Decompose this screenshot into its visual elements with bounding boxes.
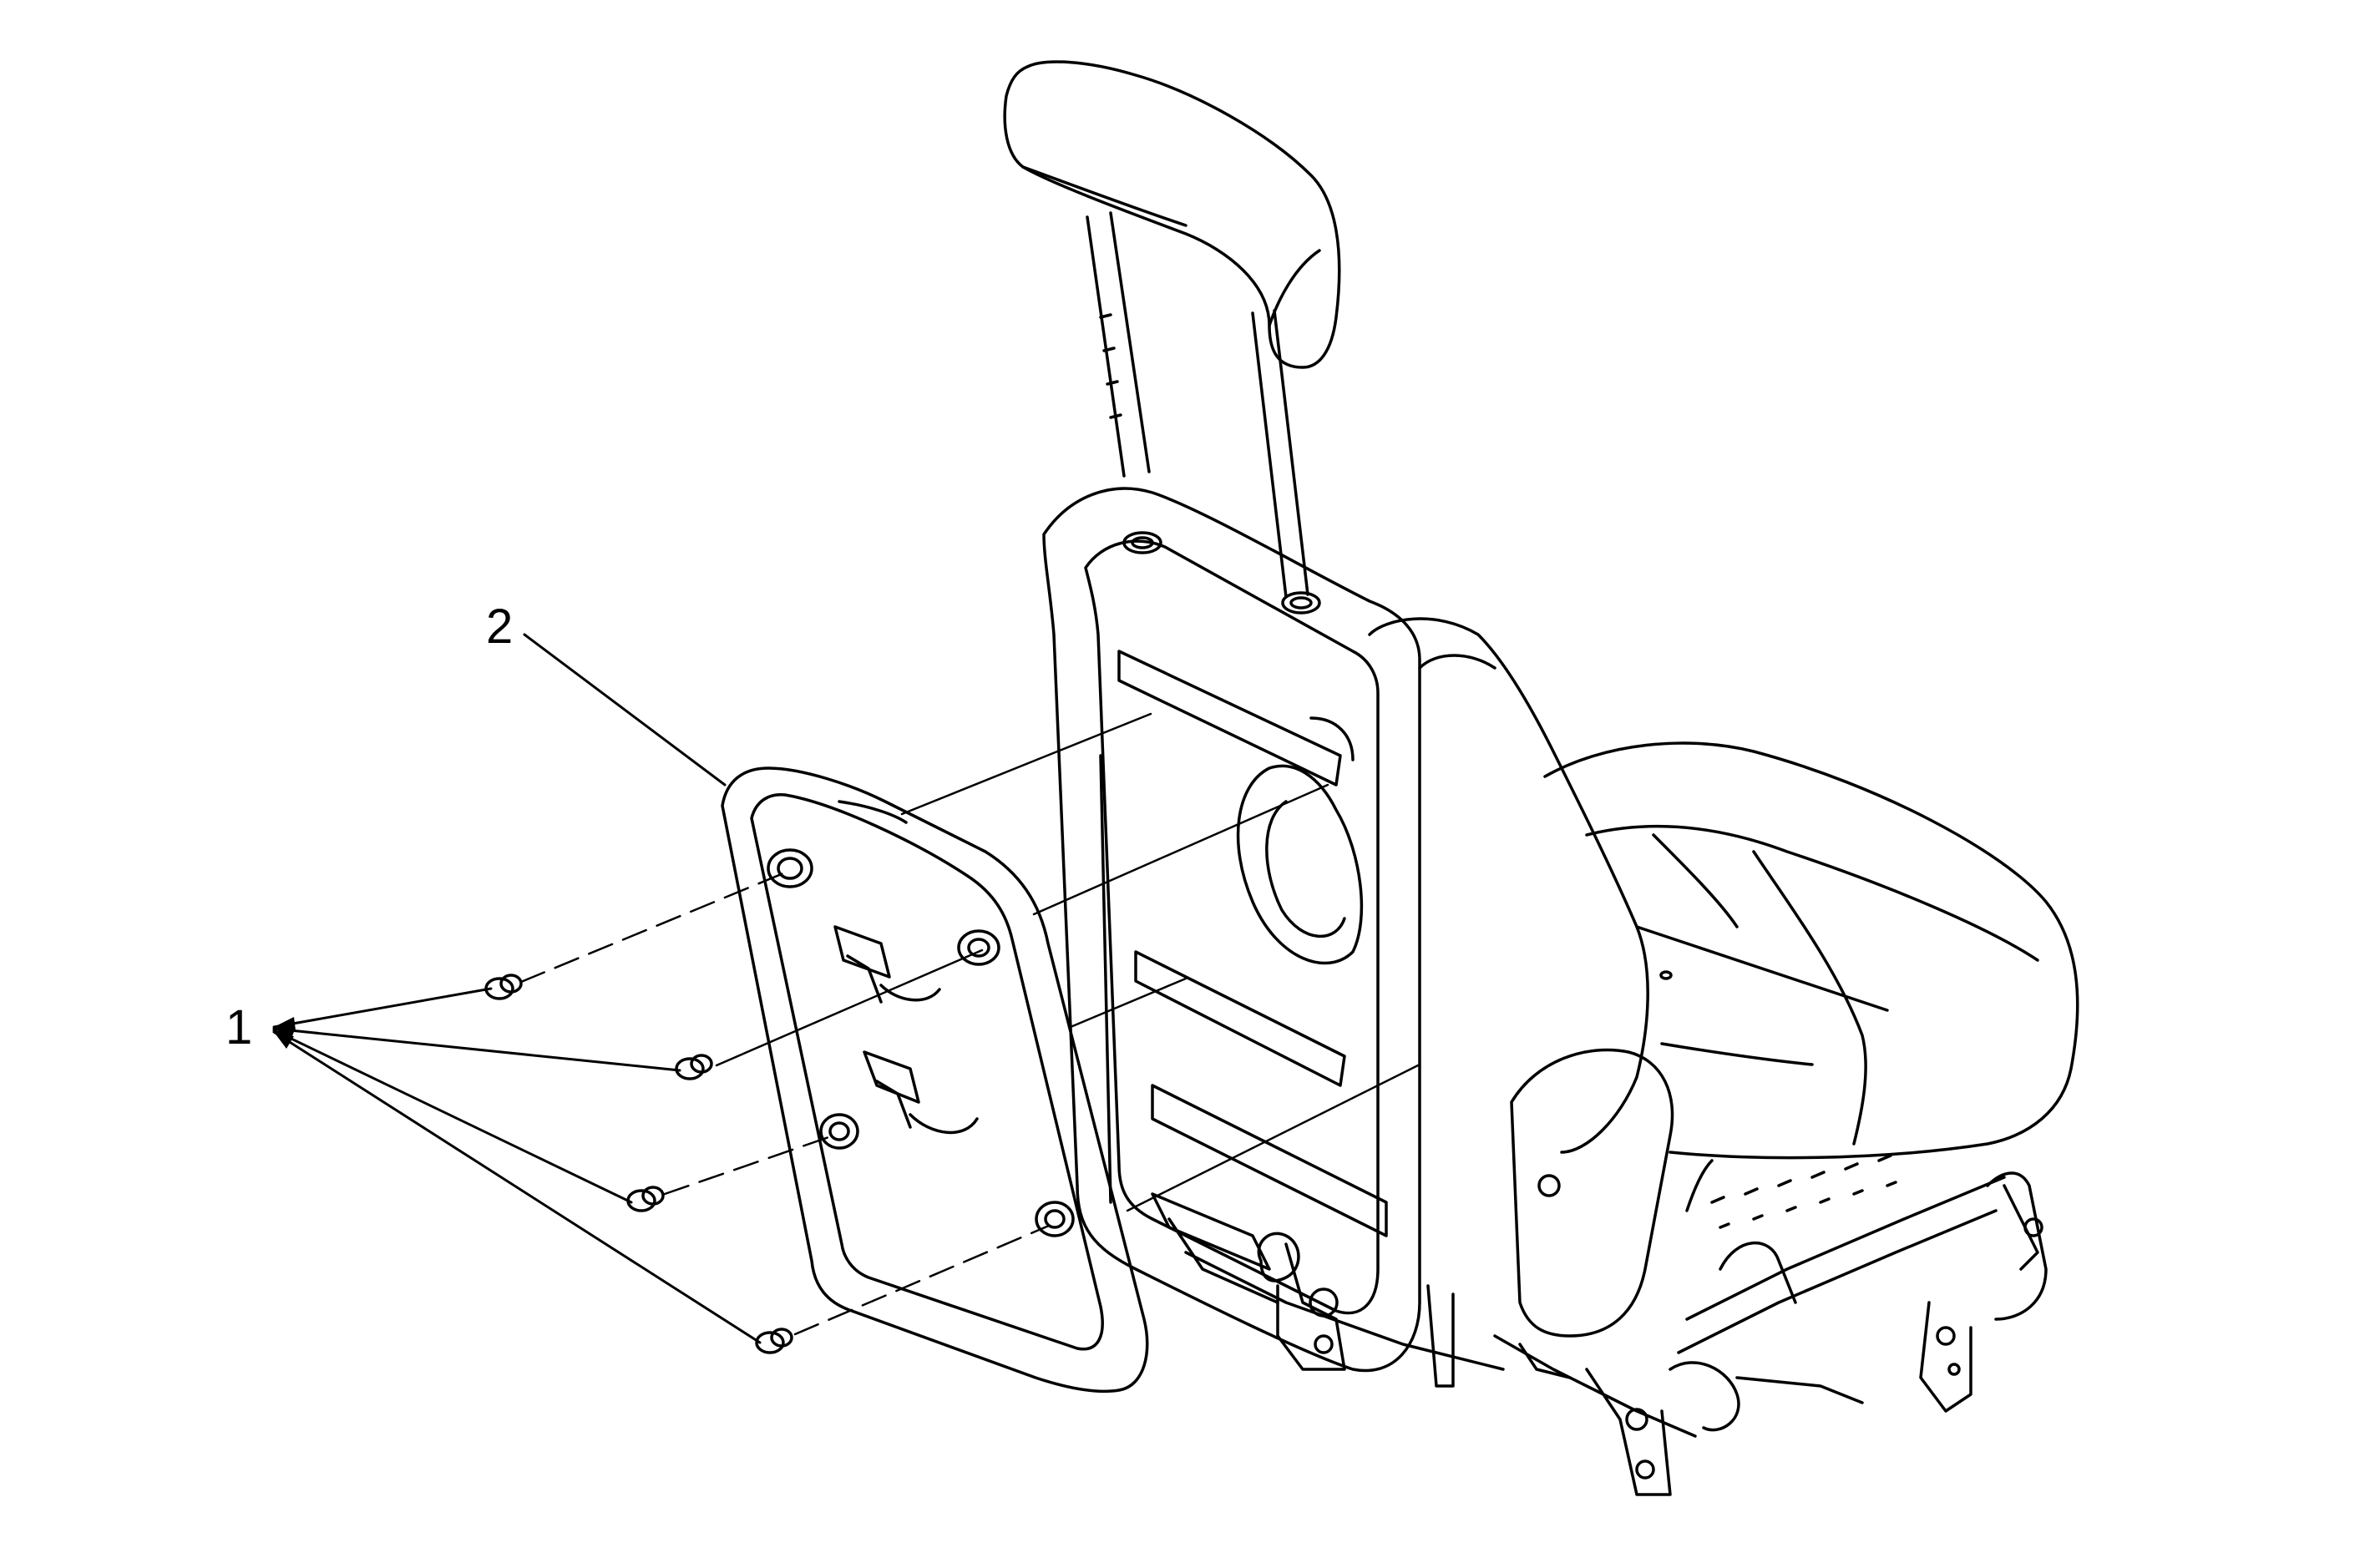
fastener-4 xyxy=(755,1328,793,1354)
seat-back-frame xyxy=(1042,487,1421,1373)
headrest-posts xyxy=(1086,211,1309,599)
leader-lines xyxy=(272,633,762,1344)
fastener-3 xyxy=(626,1186,665,1212)
fasteners xyxy=(484,974,793,1354)
seat-cushion xyxy=(1543,741,2079,1160)
side-trim-cover xyxy=(1510,1048,1674,1338)
leader-arrowheads xyxy=(274,1017,296,1049)
fastener-2 xyxy=(675,1054,713,1080)
alignment-lines xyxy=(519,712,1421,1336)
headrest xyxy=(1003,60,1341,369)
seat-mechanism xyxy=(1151,1154,2048,1496)
seat-back-cushion xyxy=(1368,617,1649,1154)
rear-panel xyxy=(721,766,1149,1394)
fastener-1 xyxy=(484,974,523,1000)
callout-label-2: 2 xyxy=(486,599,513,654)
callout-label-1: 1 xyxy=(225,1000,252,1055)
